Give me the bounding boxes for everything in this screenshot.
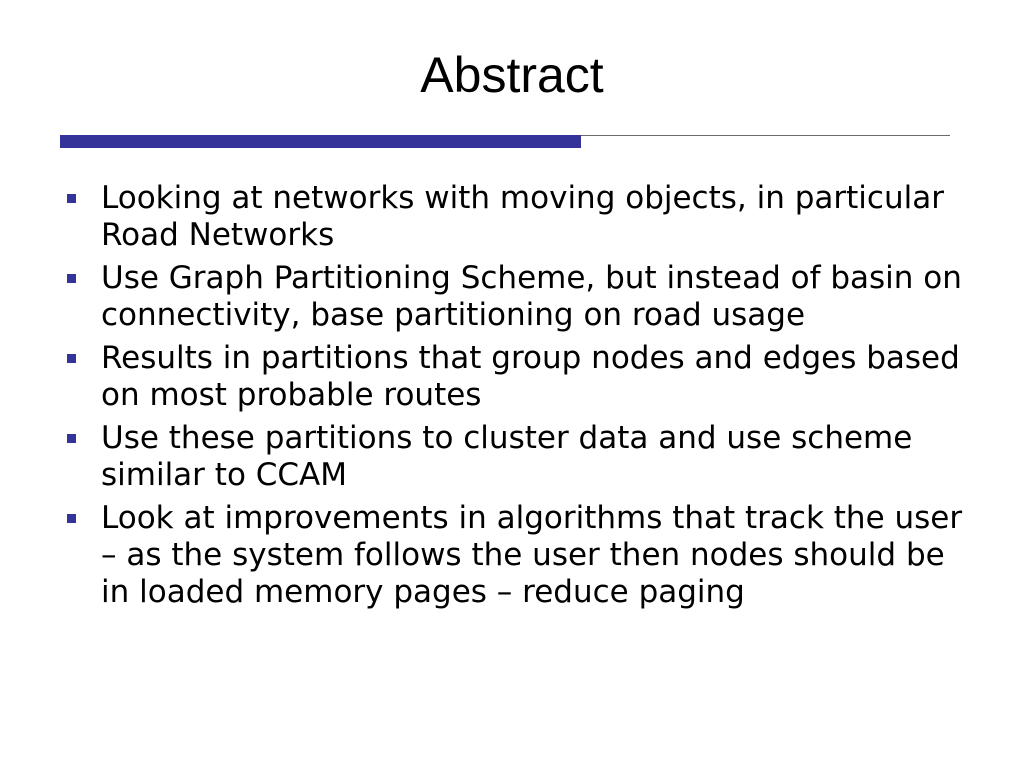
square-bullet-icon (67, 434, 76, 443)
square-bullet-icon (67, 274, 76, 283)
bullet-list: Looking at networks with moving objects,… (64, 180, 964, 617)
bullet-item-1: Looking at networks with moving objects,… (64, 180, 964, 254)
bullet-text-3: Results in partitions that group nodes a… (101, 340, 960, 413)
bullet-item-2: Use Graph Partitioning Scheme, but inste… (64, 260, 964, 334)
square-bullet-icon (67, 354, 76, 363)
square-bullet-icon (67, 514, 76, 523)
slide-title: Abstract (420, 47, 604, 103)
bullet-text-4: Use these partitions to cluster data and… (101, 420, 913, 493)
square-bullet-icon (67, 194, 76, 203)
bullet-text-1: Looking at networks with moving objects,… (101, 180, 944, 253)
bullet-item-3: Results in partitions that group nodes a… (64, 340, 964, 414)
bullet-item-4: Use these partitions to cluster data and… (64, 420, 964, 494)
bullet-item-5: Look at improvements in algorithms that … (64, 500, 964, 611)
bullet-text-2: Use Graph Partitioning Scheme, but inste… (101, 260, 962, 333)
title-underline (60, 135, 950, 149)
bullet-text-5: Look at improvements in algorithms that … (101, 500, 963, 610)
title-underline-accent (60, 135, 581, 148)
